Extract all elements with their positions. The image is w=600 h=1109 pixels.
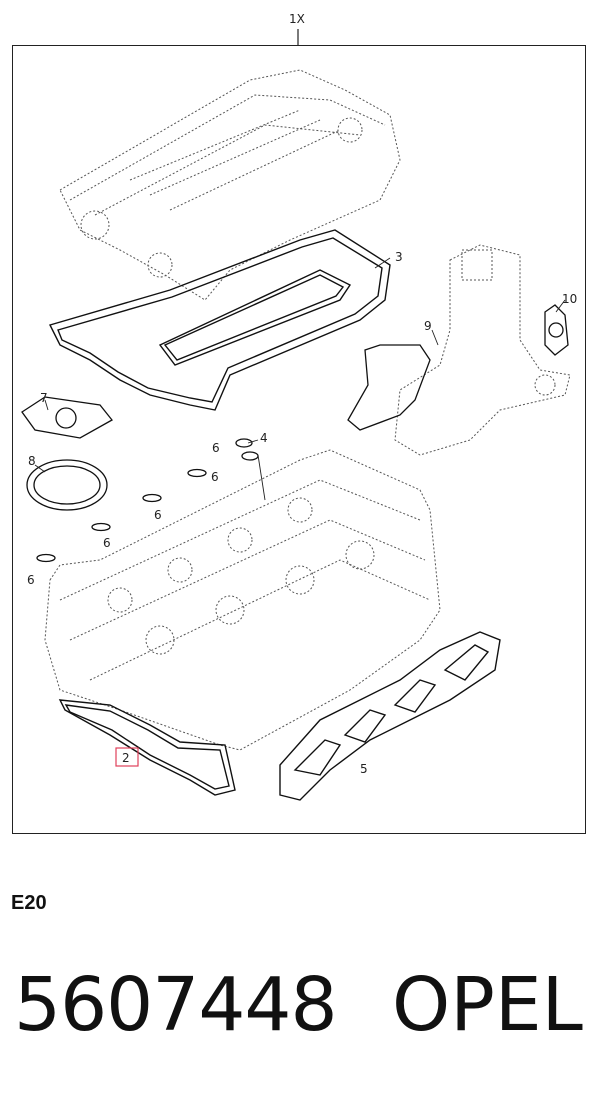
callout-8: 8 — [28, 454, 36, 468]
engine-code: E20 — [11, 892, 47, 914]
callout-6b: 6 — [211, 470, 219, 484]
egr-gasket — [347, 304, 569, 431]
cylinder-head-cover — [59, 69, 401, 301]
highlight-box — [115, 747, 139, 767]
callout-3: 3 — [395, 250, 403, 264]
brand-name: OPEL — [392, 962, 583, 1048]
cylinder-head-gasket — [58, 699, 236, 796]
exhaust-manifold-gasket — [279, 631, 501, 801]
callout-6d: 6 — [103, 536, 111, 550]
callout-7: 7 — [40, 391, 48, 405]
callout-6c: 6 — [154, 508, 162, 522]
diagram-frame — [12, 45, 586, 834]
callout-5: 5 — [360, 762, 368, 776]
callout-6e: 6 — [27, 573, 35, 587]
assembly-label: 1X — [289, 12, 305, 26]
callout-4: 4 — [260, 431, 268, 445]
callout-6a: 6 — [212, 441, 220, 455]
cylinder-head — [44, 449, 441, 751]
callout-2: 2 — [122, 751, 130, 765]
small-gaskets — [21, 396, 259, 563]
callout-9: 9 — [424, 319, 432, 333]
callout-10: 10 — [562, 292, 577, 306]
part-number: 5607448 — [14, 962, 338, 1048]
valve-cover-gasket — [48, 229, 391, 411]
egr-valve — [394, 244, 571, 456]
